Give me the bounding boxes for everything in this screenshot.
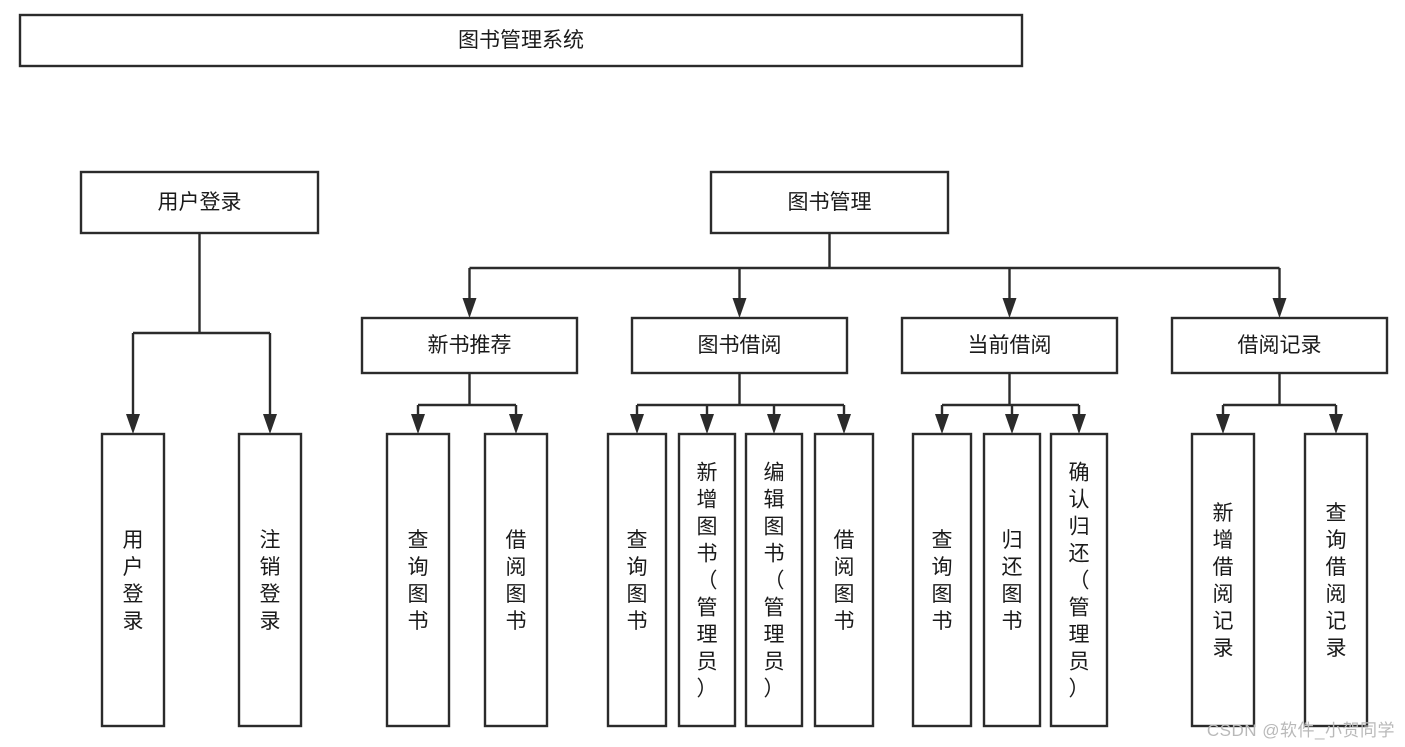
- node-box-leaf-add-borrow-record[interactable]: [1190, 432, 1256, 728]
- node-borrow-record[interactable]: 借阅记录: [1170, 316, 1389, 375]
- node-leaf-user-login[interactable]: 用户登录: [100, 432, 166, 728]
- node-box-leaf-logout-login[interactable]: [237, 432, 303, 728]
- node-box-new-book-recommend[interactable]: [360, 316, 579, 375]
- arrow-head-icon: [1002, 298, 1017, 318]
- node-leaf-edit-book-admin[interactable]: 编辑图书（管理员）: [744, 432, 804, 728]
- node-label-leaf-query-borrow-record: 查询借阅记录: [1326, 502, 1347, 660]
- node-label-leaf-query-book-borrow: 查询图书: [627, 529, 648, 633]
- node-box-leaf-confirm-return-admin[interactable]: [1049, 432, 1109, 728]
- node-box-book-borrow[interactable]: [630, 316, 849, 375]
- arrow-head-icon: [935, 414, 949, 434]
- node-label-book-management: 图书管理: [788, 191, 872, 214]
- node-label-leaf-user-login: 用户登录: [123, 529, 144, 633]
- arrow-head-icon: [630, 414, 644, 434]
- arrow-head-icon: [1272, 298, 1287, 318]
- node-box-user-login[interactable]: [79, 170, 320, 235]
- node-label-current-borrow: 当前借阅: [968, 334, 1052, 357]
- node-box-leaf-query-book-borrow[interactable]: [606, 432, 668, 728]
- arrow-head-icon: [509, 414, 523, 434]
- node-label-user-login: 用户登录: [158, 191, 242, 214]
- node-leaf-query-borrow-record[interactable]: 查询借阅记录: [1303, 432, 1369, 728]
- node-box-leaf-add-book-admin[interactable]: [677, 432, 737, 728]
- csdn-watermark: CSDN @软件_小贺同学: [1206, 721, 1395, 740]
- node-book-management[interactable]: 图书管理: [709, 170, 950, 235]
- arrow-head-icon: [411, 414, 425, 434]
- node-leaf-add-borrow-record[interactable]: 新增借阅记录: [1190, 432, 1256, 728]
- arrow-head-icon: [1329, 414, 1343, 434]
- node-box-leaf-query-book-recommend[interactable]: [385, 432, 451, 728]
- node-leaf-logout-login[interactable]: 注销登录: [237, 432, 303, 728]
- node-label-leaf-borrow-book: 借阅图书: [834, 529, 855, 633]
- node-leaf-return-book[interactable]: 归还图书: [982, 432, 1042, 728]
- arrow-head-icon: [1005, 414, 1019, 434]
- node-leaf-query-book-current[interactable]: 查询图书: [911, 432, 973, 728]
- arrow-head-icon: [1216, 414, 1230, 434]
- node-label-book-borrow: 图书借阅: [698, 334, 782, 357]
- node-leaf-query-book-borrow[interactable]: 查询图书: [606, 432, 668, 728]
- node-label-leaf-add-borrow-record: 新增借阅记录: [1213, 502, 1234, 660]
- node-label-borrow-record: 借阅记录: [1238, 334, 1322, 357]
- arrow-head-icon: [732, 298, 747, 318]
- arrow-head-icon: [700, 414, 714, 434]
- node-box-leaf-edit-book-admin[interactable]: [744, 432, 804, 728]
- node-label-leaf-return-book: 归还图书: [1002, 529, 1023, 633]
- node-new-book-recommend[interactable]: 新书推荐: [360, 316, 579, 375]
- node-label-leaf-add-book-admin: 新增图书（管理员）: [697, 462, 718, 701]
- node-box-current-borrow[interactable]: [900, 316, 1119, 375]
- node-label-leaf-logout-login: 注销登录: [260, 529, 281, 633]
- node-leaf-add-book-admin[interactable]: 新增图书（管理员）: [677, 432, 737, 728]
- node-box-root[interactable]: [18, 13, 1024, 68]
- node-leaf-confirm-return-admin[interactable]: 确认归还（管理员）: [1049, 432, 1109, 728]
- node-label-leaf-confirm-return-admin: 确认归还（管理员）: [1069, 462, 1090, 701]
- node-box-leaf-borrow-book[interactable]: [813, 432, 875, 728]
- arrow-head-icon: [837, 414, 851, 434]
- node-box-leaf-query-borrow-record[interactable]: [1303, 432, 1369, 728]
- node-user-login[interactable]: 用户登录: [79, 170, 320, 235]
- node-box-borrow-record[interactable]: [1170, 316, 1389, 375]
- arrow-head-icon: [126, 414, 140, 434]
- node-leaf-borrow-book-recommend[interactable]: 借阅图书: [483, 432, 549, 728]
- node-box-leaf-user-login[interactable]: [100, 432, 166, 728]
- node-box-leaf-borrow-book-recommend[interactable]: [483, 432, 549, 728]
- node-label-leaf-borrow-book-recommend: 借阅图书: [506, 529, 527, 633]
- node-box-book-management[interactable]: [709, 170, 950, 235]
- arrow-head-icon: [1072, 414, 1086, 434]
- node-box-leaf-return-book[interactable]: [982, 432, 1042, 728]
- node-label-leaf-edit-book-admin: 编辑图书（管理员）: [764, 462, 785, 701]
- nodes-layer: 图书管理系统用户登录图书管理新书推荐图书借阅当前借阅借阅记录用户登录注销登录查询…: [18, 13, 1389, 728]
- node-book-borrow[interactable]: 图书借阅: [630, 316, 849, 375]
- node-label-root: 图书管理系统: [458, 29, 584, 52]
- connectors-layer: [126, 233, 1343, 434]
- node-current-borrow[interactable]: 当前借阅: [900, 316, 1119, 375]
- arrow-head-icon: [767, 414, 781, 434]
- node-box-leaf-query-book-current[interactable]: [911, 432, 973, 728]
- arrow-head-icon: [462, 298, 477, 318]
- node-leaf-query-book-recommend[interactable]: 查询图书: [385, 432, 451, 728]
- node-leaf-borrow-book[interactable]: 借阅图书: [813, 432, 875, 728]
- node-root[interactable]: 图书管理系统: [18, 13, 1024, 68]
- node-label-new-book-recommend: 新书推荐: [428, 334, 512, 357]
- arrow-head-icon: [263, 414, 277, 434]
- node-label-leaf-query-book-current: 查询图书: [932, 529, 953, 633]
- node-label-leaf-query-book-recommend: 查询图书: [408, 529, 429, 633]
